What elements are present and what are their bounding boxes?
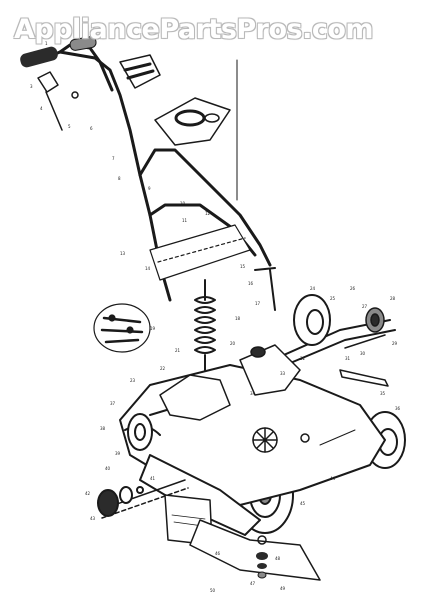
callout-19: 19 — [150, 326, 156, 331]
callout-30: 30 — [360, 351, 366, 356]
wheel-rear-left — [293, 294, 331, 346]
callout-23: 23 — [130, 378, 136, 383]
callout-16: 16 — [248, 281, 254, 286]
callout-39: 39 — [115, 451, 121, 456]
callout-20: 20 — [230, 341, 236, 346]
callout-48: 48 — [275, 556, 281, 561]
callout-41: 41 — [150, 476, 156, 481]
callout-5: 5 — [68, 124, 71, 129]
handle-grip — [20, 36, 97, 68]
callout-14: 14 — [145, 266, 151, 271]
callout-24: 24 — [310, 286, 316, 291]
throttle-control — [37, 71, 79, 131]
callout-25: 25 — [330, 296, 336, 301]
adjust-lever — [339, 334, 389, 387]
callout-6: 6 — [90, 126, 93, 131]
callout-35: 35 — [380, 391, 386, 396]
callout-49: 49 — [280, 586, 286, 591]
callout-32: 32 — [300, 356, 306, 361]
callout-21: 21 — [175, 348, 181, 353]
callout-4: 4 — [40, 106, 43, 111]
callout-2: 2 — [85, 31, 88, 36]
callout-numbers: 1 2 3 4 5 6 7 8 9 10 11 12 13 14 15 16 1… — [30, 31, 401, 593]
callout-28: 28 — [390, 296, 396, 301]
callout-33: 33 — [280, 371, 286, 376]
wheel-hub-right — [365, 307, 385, 333]
filter-cup — [119, 54, 161, 89]
watermark: AppliancePartsPros.com — [14, 14, 374, 45]
hardware-inset — [93, 303, 151, 353]
callout-9: 9 — [148, 186, 151, 191]
callout-29: 29 — [392, 341, 398, 346]
callout-8: 8 — [118, 176, 121, 181]
callout-10: 10 — [180, 201, 186, 206]
mounting-plate — [149, 224, 251, 281]
callout-18: 18 — [235, 316, 241, 321]
callout-45: 45 — [300, 501, 306, 506]
callout-22: 22 — [160, 366, 166, 371]
callout-38: 38 — [100, 426, 106, 431]
callout-26: 26 — [350, 286, 356, 291]
callout-37: 37 — [110, 401, 116, 406]
engine-assembly — [159, 344, 310, 453]
callout-3: 3 — [30, 84, 33, 89]
callout-50: 50 — [210, 588, 216, 593]
front-wheel-small — [97, 486, 144, 517]
height-adjust-spring — [194, 279, 216, 371]
callout-40: 40 — [105, 466, 111, 471]
callout-1: 1 — [45, 41, 48, 46]
cover-plate — [154, 97, 231, 146]
callout-7: 7 — [112, 156, 115, 161]
callout-44: 44 — [330, 476, 336, 481]
callout-12: 12 — [205, 211, 211, 216]
callout-31: 31 — [345, 356, 351, 361]
callout-17: 17 — [255, 301, 261, 306]
callout-43: 43 — [90, 516, 96, 521]
callout-46: 46 — [215, 551, 221, 556]
callout-36: 36 — [395, 406, 401, 411]
callout-13: 13 — [120, 251, 126, 256]
callout-42: 42 — [85, 491, 91, 496]
fastener-stack — [256, 552, 268, 579]
callout-34: 34 — [250, 391, 256, 396]
callout-47: 47 — [250, 581, 256, 586]
discharge-chute — [189, 519, 321, 581]
callout-11: 11 — [182, 218, 188, 223]
callout-27: 27 — [362, 304, 368, 309]
callout-15: 15 — [240, 264, 246, 269]
